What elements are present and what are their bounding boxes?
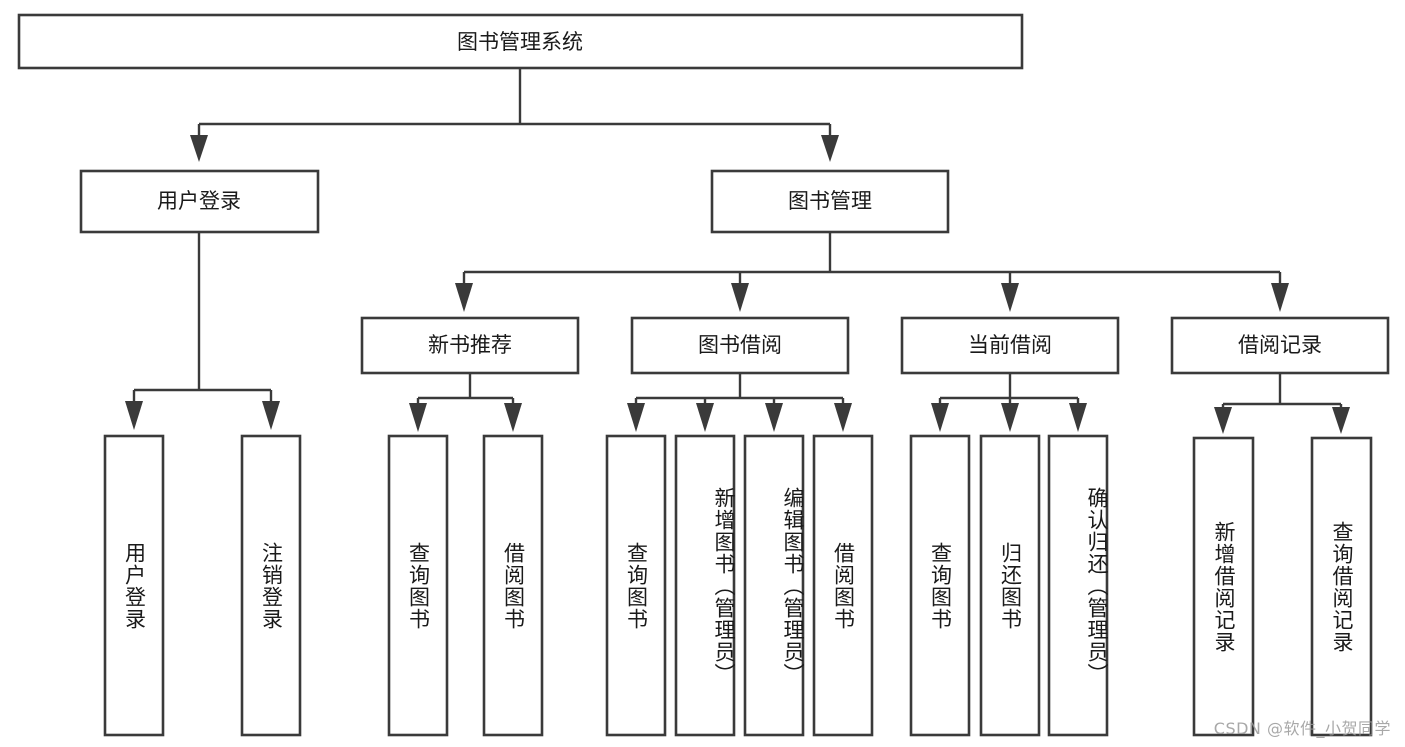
arrow-bookmgmt-child-3 [1001,283,1019,312]
node-new-book-recommend-label: 新书推荐 [428,333,512,357]
node-current-borrow-box [900,316,1120,375]
node-user-login[interactable]: 用户登录 [79,169,320,234]
node-root[interactable]: 图书管理系统 [17,13,1024,70]
arrow-userlogin-leaf-1 [125,401,143,430]
node-book-borrow-box [630,316,850,375]
node-book-borrow-label: 图书借阅 [698,333,782,357]
leaf-box-logout-login[interactable] [240,434,302,737]
leaf-box-borrow-book-2[interactable] [812,434,874,737]
node-user-login-label: 用户登录 [157,189,241,213]
node-borrow-record-box [1170,316,1390,375]
arrow-bookborrow-leaf-4 [834,403,852,432]
node-book-management-label: 图书管理 [788,189,872,213]
node-borrow-record-label: 借阅记录 [1238,333,1322,357]
arrow-borrowrecord-leaf-2 [1332,407,1350,434]
arrow-currentborrow-leaf-1 [931,403,949,432]
leaf-box-return-book[interactable] [979,434,1041,737]
arrow-bookmgmt-child-4 [1271,283,1289,312]
arrow-currentborrow-leaf-2 [1001,403,1019,432]
arrow-to-bookmgmt [821,135,839,162]
leaf-box-borrow-book-1[interactable] [482,434,544,737]
arrow-bookmgmt-child-2 [731,283,749,312]
node-borrow-record[interactable]: 借阅记录 [1170,316,1390,375]
leaf-box-add-record[interactable] [1192,436,1255,737]
leaf-box-user-login[interactable] [103,434,165,737]
arrow-bookborrow-leaf-2 [696,403,714,432]
leaf-box-query-book-3[interactable] [909,434,971,737]
arrow-bookborrow-leaf-3 [765,403,783,432]
node-new-book-recommend[interactable]: 新书推荐 [360,316,580,375]
leaf-box-query-book-2[interactable] [605,434,667,737]
arrow-borrowrecord-leaf-1 [1214,407,1232,434]
node-book-borrow[interactable]: 图书借阅 [630,316,850,375]
node-root-label: 图书管理系统 [457,30,583,54]
leaf-box-query-record[interactable] [1310,436,1373,737]
node-book-management[interactable]: 图书管理 [710,169,950,234]
arrow-bookborrow-leaf-1 [627,403,645,432]
arrow-to-userlogin [190,135,208,162]
node-new-book-recommend-box [360,316,580,375]
leaf-box-add-book[interactable] [674,434,736,737]
leaf-box-confirm-return[interactable] [1047,434,1109,737]
csdn-watermark: CSDN @软件_小贺同学 [1213,719,1391,738]
node-book-management-box [710,169,950,234]
leaf-box-edit-book[interactable] [743,434,805,737]
leaf-box-query-book-1[interactable] [387,434,449,737]
arrow-newbook-leaf-1 [409,403,427,432]
node-root-box [17,13,1024,70]
node-current-borrow-label: 当前借阅 [968,333,1052,357]
node-current-borrow[interactable]: 当前借阅 [900,316,1120,375]
arrow-currentborrow-leaf-3 [1069,403,1087,432]
arrow-bookmgmt-child-1 [455,283,473,312]
arrow-newbook-leaf-2 [504,403,522,432]
arrow-userlogin-leaf-2 [262,401,280,430]
